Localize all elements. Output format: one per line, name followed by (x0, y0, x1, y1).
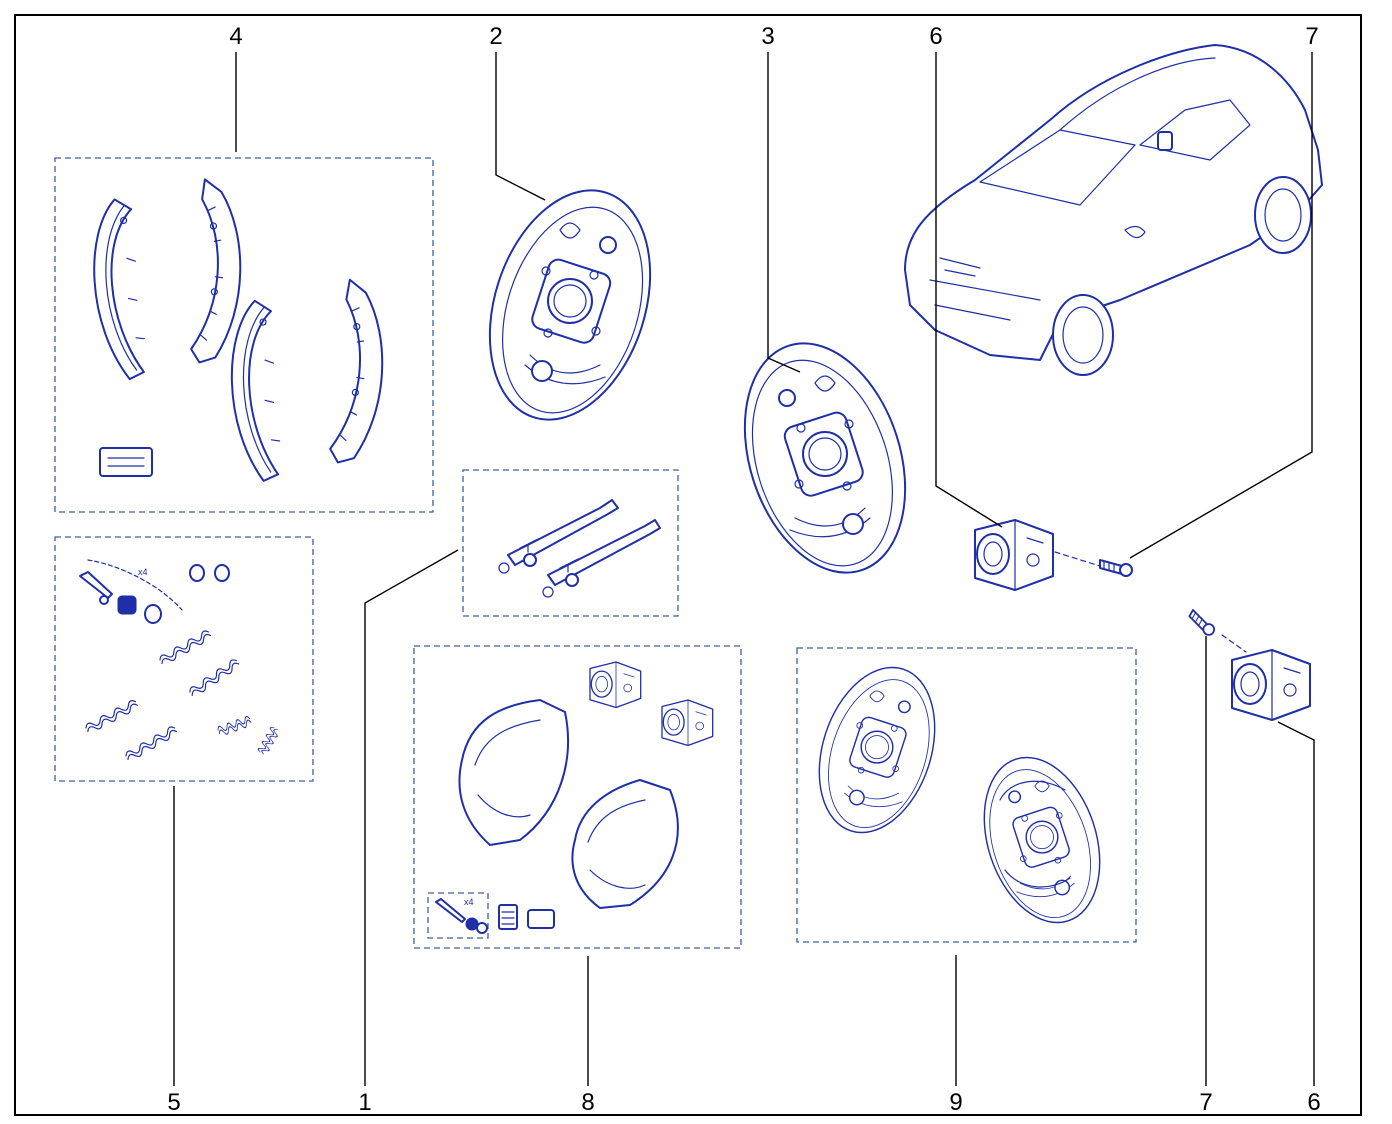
grease-sachet-icon (99, 447, 153, 477)
car-suv-illustration (904, 44, 1323, 376)
wheel-cylinder-bottom (1231, 649, 1311, 721)
group-box-springs-pins (54, 536, 314, 782)
callout-7-bottom: 7 (1199, 1089, 1212, 1116)
backing-plate-assembly-set (798, 651, 1121, 939)
callout-1: 1 (358, 1089, 371, 1116)
shoe-kit-set: x4 (427, 661, 714, 939)
callout-6-top: 6 (929, 23, 942, 50)
spring-pin-set: x4 (79, 559, 281, 763)
callout-5: 5 (167, 1089, 180, 1116)
callout-7-top: 7 (1305, 23, 1318, 50)
callout-9: 9 (949, 1089, 962, 1116)
callout-4: 4 (229, 23, 242, 50)
group-box-shoe-kit (413, 645, 742, 949)
diagram-frame (14, 14, 1362, 1116)
bleed-screw-top (1099, 559, 1133, 577)
quantity-label-x4-kit: x4 (464, 897, 474, 907)
brake-shoe-set (82, 178, 400, 485)
backing-plate-left (461, 168, 679, 442)
bleed-screw-bottom (1184, 609, 1219, 638)
callout-8: 8 (581, 1089, 594, 1116)
wheel-cylinder-top (974, 519, 1054, 591)
callout-6-bottom: 6 (1307, 1089, 1320, 1116)
backing-plate-right (716, 321, 934, 595)
adjuster-set (498, 499, 661, 598)
group-box-backing-plate-assemblies (796, 647, 1137, 943)
callout-3: 3 (761, 23, 774, 50)
callout-2: 2 (489, 23, 502, 50)
group-box-brake-shoes (54, 157, 434, 513)
quantity-label-x4: x4 (138, 567, 148, 577)
group-box-adjusters (462, 469, 679, 617)
